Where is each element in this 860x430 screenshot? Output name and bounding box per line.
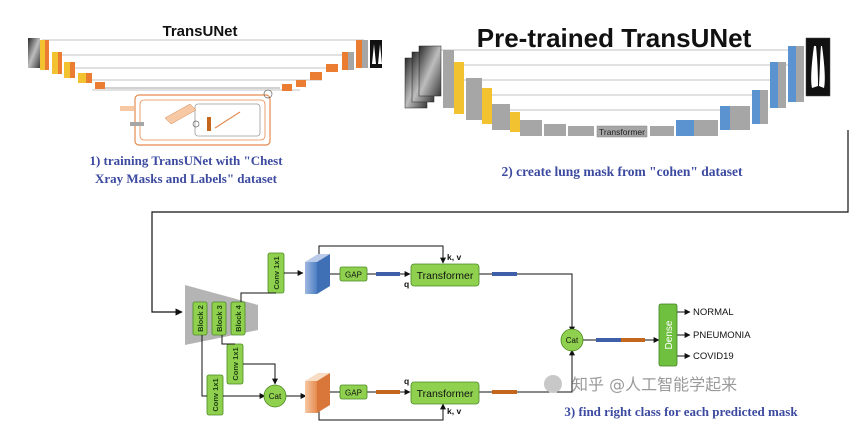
q-label-top: q [404, 279, 409, 289]
transformer-top-label: Transformer [417, 270, 474, 282]
gap-top-label: GAP [345, 271, 362, 280]
panel-pretrained-transunet: Pre-trained TransUNet [404, 23, 831, 179]
vector-bottom-1 [376, 390, 400, 394]
conv-1x1-bottom: Conv 1x1 [206, 374, 224, 416]
concat-vector-blue [596, 338, 621, 342]
block-3: Block 3 [211, 301, 227, 336]
vector-bottom-2 [492, 390, 517, 394]
vector-top-2 [492, 272, 517, 276]
panel-classification: Block 2 Block 3 Block 4 Conv 1x1 Conv 1x… [185, 245, 798, 421]
panel2-title: Pre-trained TransUNet [477, 23, 752, 53]
kv-label-top: k, v [447, 252, 461, 262]
block-3-label: Block 3 [215, 305, 224, 332]
watermark: 知乎 @人工智能学起来 [544, 375, 737, 394]
conv-1x1-middle: Conv 1x1 [226, 343, 244, 385]
panel2-caption: 2) create lung mask from "cohen" dataset [502, 164, 743, 179]
transformer-top: Transformer [410, 263, 480, 287]
conv-1x1-bottom-label: Conv 1x1 [211, 378, 220, 411]
classifier-connectors [201, 245, 691, 421]
feature-cube-bottom [305, 373, 330, 413]
vector-top-1 [376, 272, 400, 276]
class-covid19: COVID19 [693, 351, 734, 362]
cat-right-label: Cat [566, 336, 579, 345]
transunet-large-diagram: Transformer [404, 37, 831, 138]
cat-node-right: Cat [560, 328, 584, 352]
block-2-label: Block 2 [196, 305, 205, 332]
conv-1x1-top: Conv 1x1 [267, 252, 285, 294]
class-pneumonia: PNEUMONIA [693, 330, 751, 341]
cat-bottom-label: Cat [269, 392, 282, 401]
concat-vector-orange [621, 338, 645, 342]
transunet-small-diagram [28, 38, 382, 146]
transformer-bottom-label: Transformer [417, 388, 474, 400]
panel3-caption: 3) find right class for each predicted m… [564, 404, 798, 419]
gap-bottom: GAP [339, 384, 368, 400]
block-2: Block 2 [192, 301, 208, 336]
dense-label: Dense [664, 320, 675, 349]
q-label-bottom: q [404, 376, 409, 386]
transformer-bottom: Transformer [410, 381, 480, 405]
watermark-text: 知乎 @人工智能学起来 [572, 375, 737, 394]
feature-cube-top [305, 254, 330, 294]
class-normal: NORMAL [693, 307, 734, 318]
block-4: Block 4 [230, 301, 246, 336]
input-xray-thumb [28, 38, 40, 68]
kv-label-bottom: k, v [447, 406, 461, 416]
gap-top: GAP [339, 266, 368, 282]
panel1-caption-line2: Xray Masks and Labels" dataset [95, 171, 278, 186]
pipeline-connector-arrow [151, 130, 849, 316]
dense-layer: Dense [658, 303, 678, 367]
conv-1x1-top-label: Conv 1x1 [272, 256, 281, 289]
watermark-logo-icon [544, 375, 562, 393]
panel-transunet-training: TransUNet [28, 23, 382, 186]
panel1-title: TransUNet [162, 23, 237, 40]
pretrained-transformer-label: Transformer [599, 127, 645, 137]
block-4-label: Block 4 [234, 304, 243, 332]
gap-bottom-label: GAP [345, 389, 362, 398]
pretrained-transformer-block [596, 125, 648, 138]
panel1-caption-line1: 1) training TransUNet with "Chest [89, 153, 283, 168]
cat-node-bottom: Cat [263, 384, 287, 408]
pretrained-output-mask [805, 37, 831, 97]
conv-1x1-middle-label: Conv 1x1 [231, 347, 240, 380]
